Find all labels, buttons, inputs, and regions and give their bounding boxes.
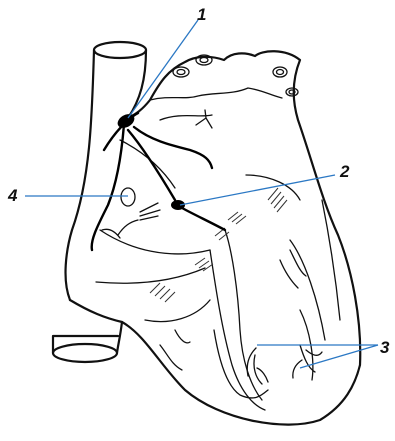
callout-line-2 [180, 175, 335, 205]
label-1: 1 [197, 5, 206, 24]
label-3: 3 [380, 338, 390, 357]
label-4: 4 [7, 186, 18, 205]
inferior-vena-cava [53, 322, 122, 362]
conduction-pathway [92, 110, 225, 250]
fossa-ovalis-marker [121, 188, 135, 206]
fibrous-structures [150, 188, 287, 302]
great-vessel-rings [173, 55, 298, 96]
superior-vena-cava [66, 42, 146, 300]
callout-lines [25, 20, 378, 368]
label-2: 2 [339, 162, 350, 181]
